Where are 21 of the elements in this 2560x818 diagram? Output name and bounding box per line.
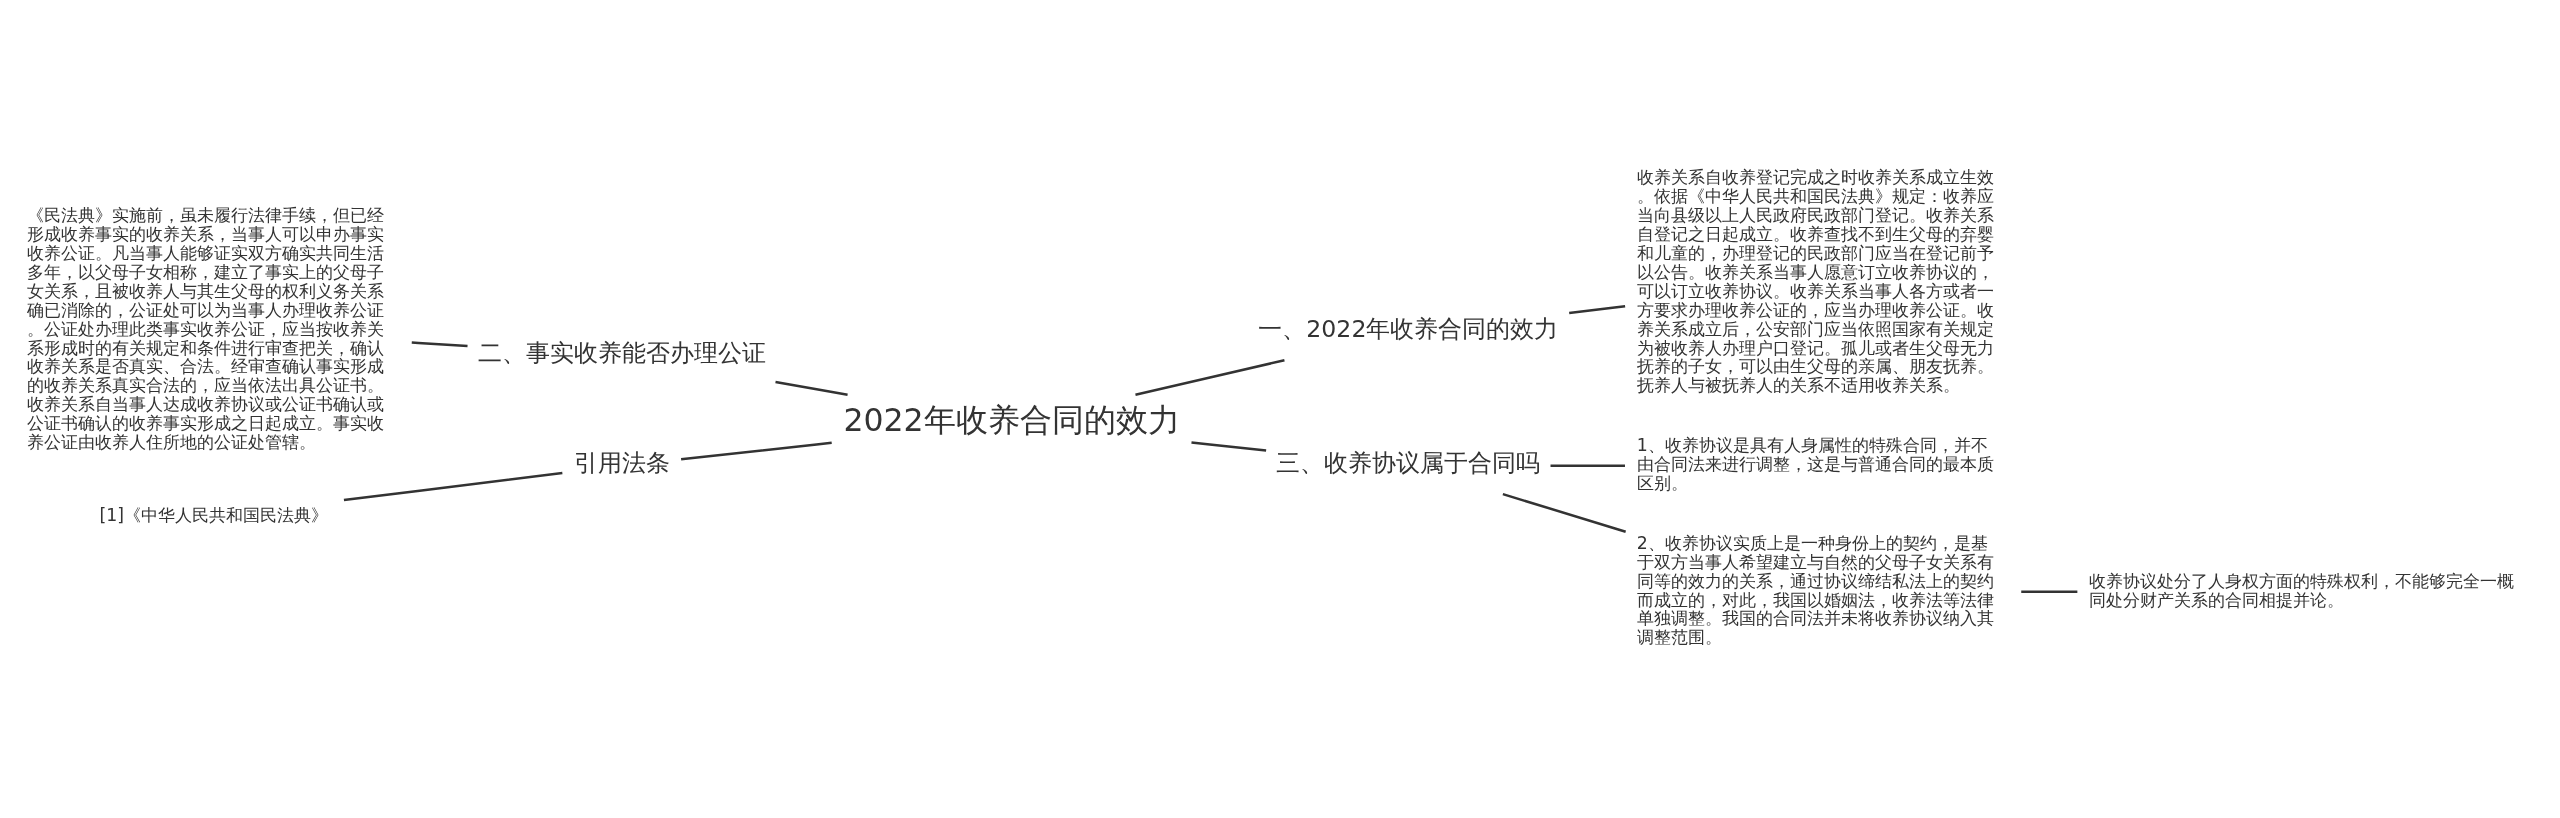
node-text: 一、2022年收养合同的效力 xyxy=(1258,315,1559,344)
connector xyxy=(1569,305,1626,315)
node-text: 2、收养协议实质上是一种身份上的契约，是基于双方当事人希望建立与自然的父母子女关系有同等的效力的关系，通过协议缔结私法上的契约而成立的，对此，我国以婚姻法，收养法等法律单独调整。我国的合同法并未将收养协议纳入其调整范围。 xyxy=(1636,532,1994,648)
connector xyxy=(1135,359,1285,396)
connector xyxy=(2021,590,2078,593)
node-text: 收养协议处分了人身权方面的特殊权利，不能够完全一概同处分财产关系的合同相提并论。 xyxy=(2088,570,2514,610)
node-text: 三、收养协议属于合同吗 xyxy=(1276,449,1541,478)
node-text: 1、收养协议是具有人身属性的特殊合同，并不由合同法来进行调整，这是与普通合同的最本质区别。 xyxy=(1636,435,1994,494)
node-text: 引用法条 xyxy=(573,449,670,478)
connector xyxy=(1550,464,1625,467)
node-text: 收养关系自收养登记完成之时收养关系成立生效。依据《中华人民共和国民法典》规定：收养应当向县级以上人民政府民政部门登记。收养关系自登记之日起成立。收养查找不到生父母的弃婴和儿童的，办理登记的民政部门应当在登记前予以公告。收养关系当事人愿意订立收养协议的，可以订立收养协议。收养关系当事人各方或者一方要求办理收养公证的，应当办理收养公证。收养关系成立后，公安部门应当依照国家有关规定为被收养人办理户口登记。孤儿或者生父母无力抚养的子女，可以由生父母的亲属、朋友抚养。抚养人与被抚养人的关系不适用收养关系。 xyxy=(1636,167,1994,396)
connector xyxy=(680,441,832,461)
connector xyxy=(1502,492,1627,533)
connector xyxy=(775,380,848,396)
node-text: 《民法典》实施前，虽未履行法律手续，但已经形成收养事实的收养关系，当事人可以申办事实收养公证。凡当事人能够证实双方确实共同生活多年，以父母子女相称，建立了事实上的父母子女关系，且被收养人与其生父母的权利义务关系确已消除的，公证处可以为当事人办理收养公证。公证处办理此类事实收养公证，应当按收养关系形成时的有关规定和条件进行审查把关，确认收养关系是否真实、合法。经审查确认事实形成的收养关系真实合法的，应当依法出具公证书。收养关系自当事人达成收养协议或公证书确认或公证书确认的收养事实形成之日起成立。事实收养公证由收养人住所地的公证处管辖。 xyxy=(27,205,385,453)
node-text: [1]《中华人民共和国民法典》 xyxy=(99,504,328,525)
node-text: 二、事实收养能否办理公证 xyxy=(477,338,766,367)
connector xyxy=(411,341,468,348)
connector xyxy=(1191,441,1267,452)
node-text: 2022年收养合同的效力 xyxy=(843,402,1180,439)
connector xyxy=(343,471,563,502)
